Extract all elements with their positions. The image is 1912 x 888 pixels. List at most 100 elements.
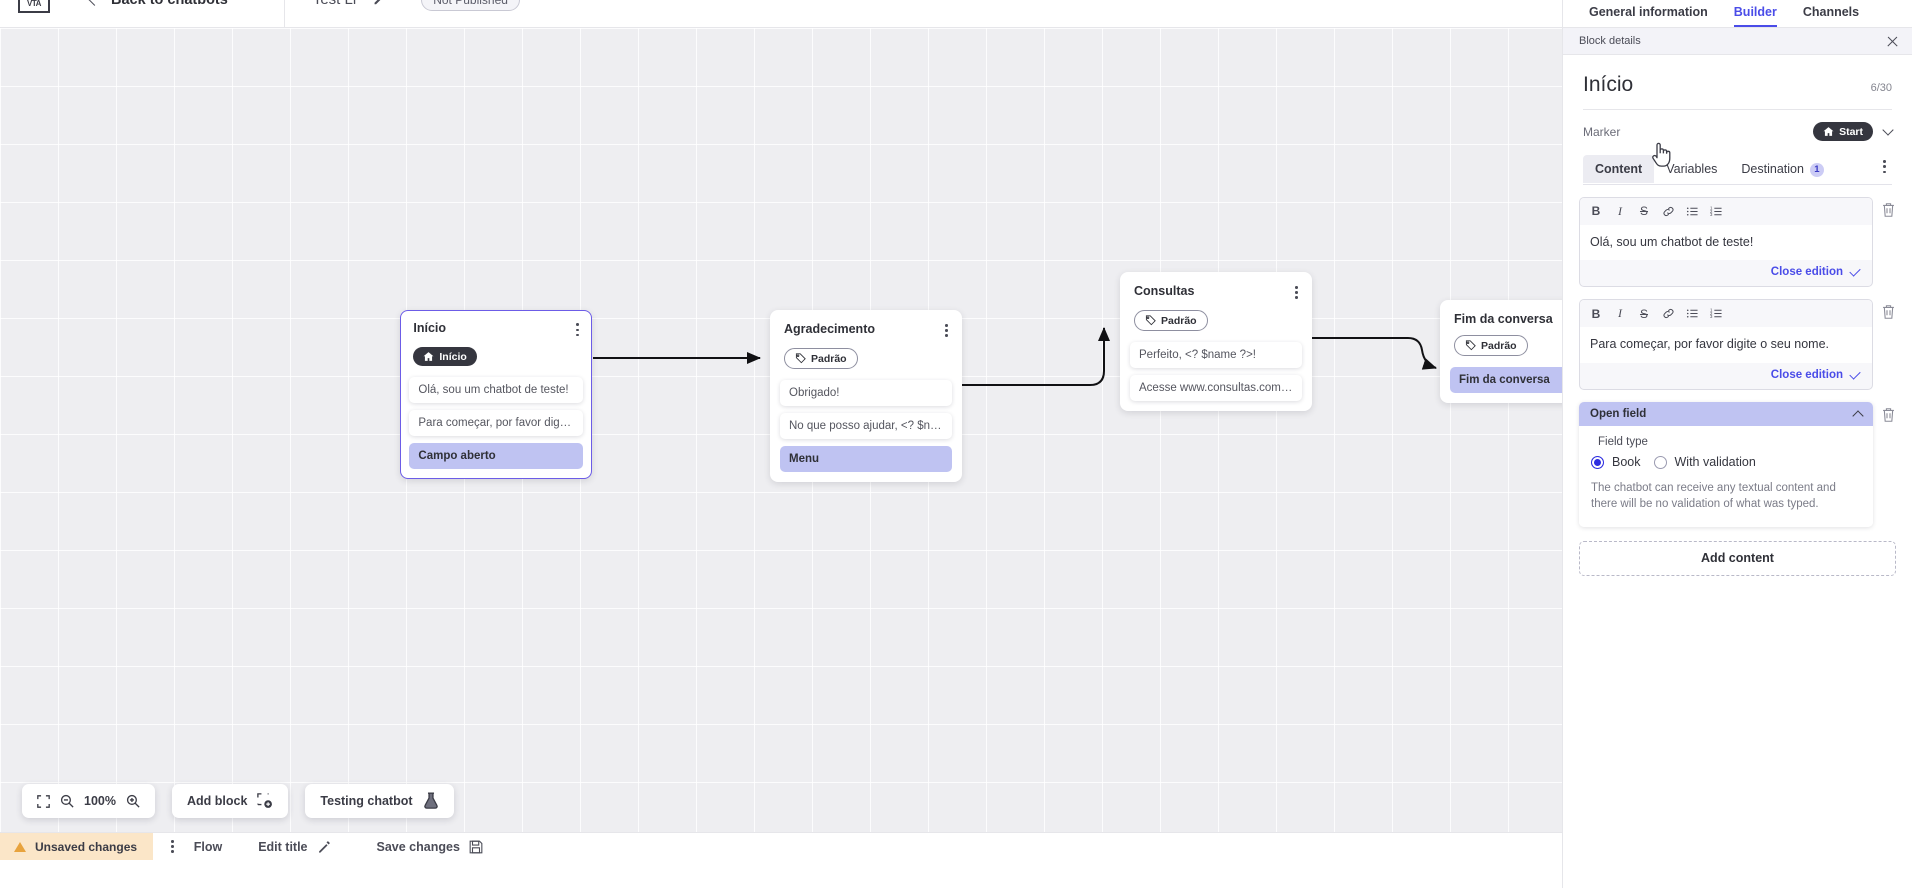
node-menu-icon[interactable] (1291, 284, 1302, 301)
unsaved-changes-badge: Unsaved changes (0, 832, 154, 860)
zoom-controls[interactable]: 100% (22, 784, 155, 818)
node-row[interactable]: No que posso ajudar, <? $name ... (780, 413, 952, 440)
italic-icon[interactable]: I (1618, 306, 1622, 321)
marker-selector[interactable]: Start (1813, 122, 1894, 141)
node-marker-chip: Padrão (1134, 310, 1208, 332)
flow-button[interactable]: Flow (194, 840, 222, 854)
tab-content[interactable]: Content (1583, 155, 1655, 184)
flask-icon (423, 792, 439, 810)
status-overflow-menu-icon[interactable] (167, 838, 178, 855)
node-marker-label: Padrão (811, 352, 847, 365)
node-row[interactable]: Olá, sou um chatbot de teste! (409, 377, 583, 404)
radio-dot-selected (1591, 455, 1604, 469)
pencil-icon[interactable] (372, 0, 389, 11)
flow-edges (593, 327, 1437, 386)
node-header: Início (409, 321, 582, 338)
link-icon[interactable] (1656, 201, 1680, 222)
add-block-button[interactable]: Add block (171, 784, 289, 818)
chevron-left-icon (88, 0, 101, 6)
close-edition-button[interactable]: Close edition (1580, 260, 1872, 286)
node-header: Fim da conversa (1450, 312, 1562, 326)
open-field-header[interactable]: Open field (1579, 402, 1873, 426)
strikethrough-icon[interactable]: S (1639, 306, 1648, 321)
flow-node-agradecimento[interactable]: Agradecimento Padrão Obrigado! No que po… (770, 310, 962, 483)
canvas-toolbar: 100% Add block Testing chatbot (22, 784, 454, 818)
node-title: Consultas (1134, 284, 1195, 298)
tag-icon (1465, 340, 1476, 351)
add-content-button[interactable]: Add content (1579, 540, 1896, 576)
back-to-chatbots-link[interactable]: Back to chatbots (88, 0, 228, 8)
tag-icon (1145, 315, 1156, 326)
flow-node-fim-da-conversa[interactable]: Fim da conversa Padrão Fim da conversa (1440, 300, 1562, 403)
bold-icon[interactable]: B (1591, 306, 1601, 321)
tab-channels[interactable]: Channels (1802, 5, 1860, 19)
tag-icon (795, 353, 806, 364)
italic-icon[interactable]: I (1618, 203, 1622, 218)
editor-text[interactable]: Para começar, por favor digite o seu nom… (1580, 327, 1872, 363)
zoom-in-icon[interactable] (126, 794, 140, 808)
svg-text:3: 3 (1710, 212, 1713, 217)
trash-icon[interactable] (1881, 304, 1896, 325)
marker-row: Marker Start (1563, 110, 1912, 141)
bullet-list-icon[interactable] (1680, 201, 1704, 222)
testing-chatbot-button[interactable]: Testing chatbot (305, 784, 454, 818)
tab-general-information[interactable]: General information (1589, 5, 1708, 19)
flow-canvas[interactable]: Início Início Olá, sou um chatbot de tes… (0, 28, 1562, 860)
panel-overflow-menu-icon[interactable] (1879, 158, 1890, 175)
edit-title-button[interactable]: Edit title (258, 840, 330, 854)
app-logo: VTA (18, 0, 50, 13)
node-row[interactable]: Perfeito, <? $name ?>! (1130, 342, 1302, 369)
strikethrough-icon[interactable]: S (1639, 204, 1648, 218)
close-edition-label: Close edition (1770, 266, 1843, 279)
link-icon[interactable] (1656, 303, 1680, 324)
node-row[interactable]: Para começar, por favor digite o ... (409, 410, 583, 437)
node-title: Fim da conversa (1454, 312, 1553, 326)
node-row[interactable]: Fim da conversa (1450, 367, 1562, 393)
home-icon (423, 352, 434, 362)
radio-with-validation-label: With validation (1674, 455, 1756, 469)
chevron-up-icon[interactable] (1852, 409, 1864, 422)
trash-icon[interactable] (1881, 202, 1896, 223)
editor-text[interactable]: Olá, sou um chatbot de teste! (1580, 224, 1872, 261)
radio-dot (1653, 455, 1667, 469)
close-icon[interactable] (1886, 35, 1899, 48)
trash-icon[interactable] (1881, 407, 1896, 428)
marker-label: Marker (1583, 124, 1621, 139)
node-row[interactable]: Acesse www.consultas.com par... (1130, 375, 1302, 402)
close-edition-button[interactable]: Close edition (1580, 363, 1872, 389)
node-row[interactable]: Campo aberto (409, 443, 583, 470)
node-row[interactable]: Menu (780, 446, 952, 473)
zoom-out-icon[interactable] (60, 794, 74, 808)
tab-variables[interactable]: Variables (1666, 162, 1718, 177)
tab-destination-label: Destination (1741, 162, 1804, 176)
fit-screen-icon[interactable] (37, 794, 50, 808)
node-marker-chip: Padrão (1454, 335, 1528, 356)
block-title: Início (1583, 73, 1634, 96)
close-edition-label: Close edition (1770, 369, 1843, 381)
bold-icon[interactable]: B (1591, 204, 1601, 218)
home-icon (1823, 127, 1834, 136)
radio-with-validation[interactable]: With validation (1653, 455, 1756, 469)
flow-node-consultas[interactable]: Consultas Padrão Perfeito, <? $name ?>! … (1120, 272, 1312, 412)
save-changes-label: Save changes (376, 839, 460, 854)
radio-book[interactable]: Book (1591, 455, 1641, 469)
save-changes-button[interactable]: Save changes (377, 840, 483, 854)
bullet-list-icon[interactable] (1680, 303, 1704, 324)
node-row[interactable]: Obrigado! (780, 380, 952, 407)
tab-builder[interactable]: Builder (1733, 5, 1777, 27)
field-type-radio-group: Book With validation (1591, 455, 1861, 469)
node-menu-icon[interactable] (572, 321, 583, 338)
warning-icon (14, 841, 26, 852)
node-marker-label: Padrão (1481, 339, 1517, 352)
flow-node-inicio[interactable]: Início Início Olá, sou um chatbot de tes… (400, 310, 592, 479)
block-title-row: Início 6/30 (1563, 55, 1912, 97)
node-menu-icon[interactable] (941, 322, 952, 339)
node-marker-chip: Início (413, 347, 477, 367)
